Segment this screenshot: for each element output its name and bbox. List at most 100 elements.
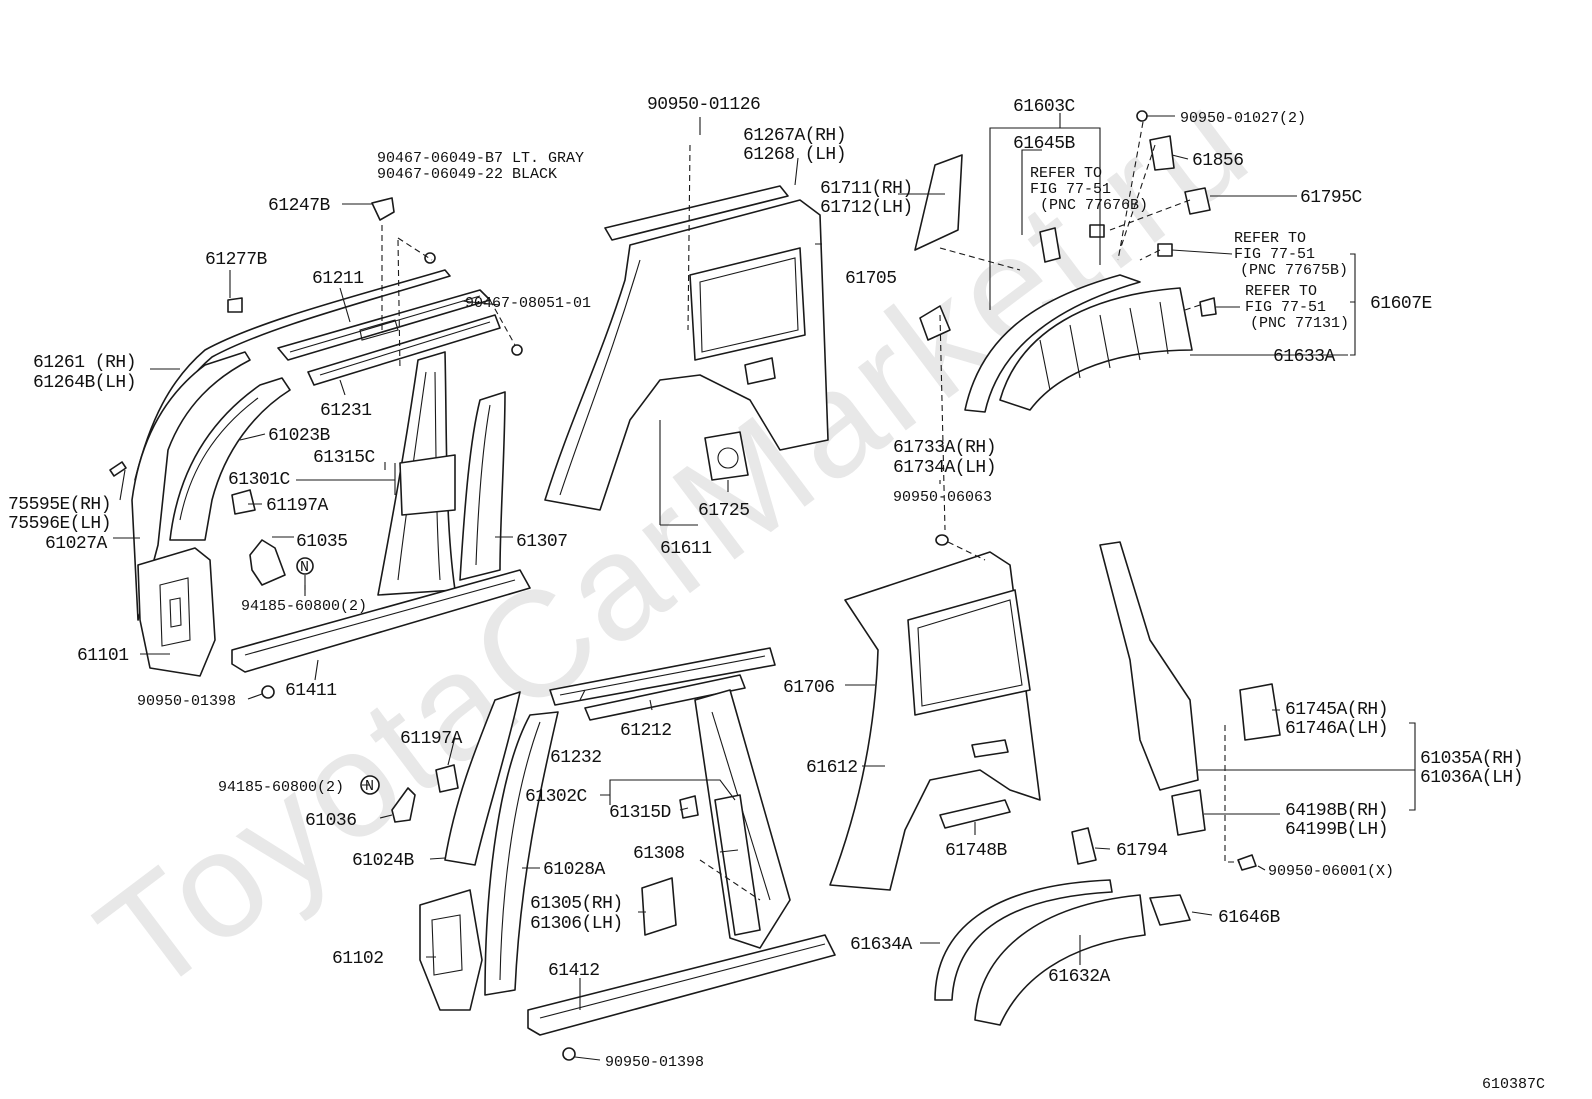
inner-pillar-61023b[interactable] — [169, 377, 291, 541]
bracket-61645b[interactable] — [1039, 227, 1061, 263]
label-90467-b7: 90467-06049-B7 LT. GRAY — [377, 150, 584, 167]
plug-90950-01398-rear[interactable] — [562, 1047, 576, 1061]
quarter-window-frame[interactable] — [689, 247, 806, 361]
cover-61197a-lower[interactable] — [435, 764, 459, 793]
label-61035: 61035 — [296, 532, 348, 552]
label-61856: 61856 — [1192, 151, 1244, 171]
label-61232: 61232 — [550, 748, 602, 768]
hinge-pillar-61101[interactable] — [137, 547, 216, 677]
assembly-line-90950-06063 — [947, 541, 986, 561]
label-61307: 61307 — [516, 532, 568, 552]
label-64199b: 64199B(LH) — [1285, 820, 1388, 840]
label-61706: 61706 — [783, 678, 835, 698]
rocker-panel-61411[interactable] — [231, 569, 531, 673]
figure-code: 610387C — [1482, 1076, 1545, 1093]
bracket-61036[interactable] — [391, 787, 416, 823]
label-61705: 61705 — [845, 269, 897, 289]
label-61302c: 61302C — [525, 787, 588, 807]
label-refer3-a: REFER TO — [1245, 283, 1317, 300]
assembly-line-90950-01126 — [687, 144, 691, 331]
label-61746a: 61746A(LH) — [1285, 719, 1388, 739]
label-61306: 61306(LH) — [530, 914, 623, 934]
label-61725: 61725 — [698, 501, 750, 521]
extension-61748b[interactable] — [939, 799, 1011, 829]
label-61267a: 61267A(RH) — [743, 126, 846, 146]
label-61795c: 61795C — [1300, 188, 1363, 208]
pillar-61308[interactable] — [714, 794, 761, 936]
pillar-rear-61035a[interactable] — [1099, 541, 1199, 791]
wheel-arch-61634a[interactable] — [934, 879, 1113, 1001]
lock-pillar-61307[interactable] — [459, 391, 506, 581]
hinge-pillar-61102[interactable] — [419, 889, 483, 1011]
label-61603c: 61603C — [1013, 97, 1076, 117]
pillar-61024b[interactable] — [444, 691, 521, 866]
bracket-61646b[interactable] — [1149, 894, 1191, 926]
label-64198b: 64198B(RH) — [1285, 801, 1388, 821]
clip-90467-08051[interactable] — [511, 344, 523, 356]
wheel-arch-61632a[interactable] — [974, 894, 1146, 1026]
weatherstrip-75595e[interactable] — [109, 461, 127, 477]
label-75595e: 75595E(RH) — [8, 495, 111, 515]
fuel-lid-area — [744, 357, 776, 385]
rocker-panel-61412[interactable] — [527, 934, 836, 1036]
plug-61277b[interactable] — [227, 297, 243, 313]
label-61308: 61308 — [633, 844, 685, 864]
clip-77676b — [1089, 224, 1105, 238]
front-pillar-61027a[interactable] — [131, 351, 251, 621]
wheelhouse-outer-61603c[interactable] — [964, 274, 1141, 413]
bracket-61733a[interactable] — [919, 305, 951, 341]
label-61315d: 61315D — [609, 803, 671, 823]
clip-61247b[interactable] — [371, 197, 395, 221]
label-61633a: 61633A — [1273, 347, 1336, 367]
label-61264b: 61264B(LH) — [33, 373, 136, 393]
label-refer2-c: (PNC 77675B) — [1240, 262, 1348, 279]
label-61023b: 61023B — [268, 426, 331, 446]
label-61261: 61261 (RH) — [33, 353, 136, 373]
plug-90950-06063[interactable] — [935, 534, 949, 546]
assembly-line-90950-06001 — [1224, 725, 1240, 863]
label-90950-01027: 90950-01027(2) — [1180, 110, 1306, 127]
n-symbol-1-text: N — [300, 559, 309, 576]
label-61211: 61211 — [312, 269, 364, 289]
label-refer3-b: FIG 77-51 — [1245, 299, 1326, 316]
label-61412: 61412 — [548, 961, 600, 981]
label-61231: 61231 — [320, 401, 372, 421]
clip-90950-01027[interactable] — [1136, 110, 1148, 122]
clip-90950-06001[interactable] — [1237, 854, 1257, 871]
label-refer1-b: FIG 77-51 — [1030, 181, 1111, 198]
label-61301c: 61301C — [228, 470, 291, 490]
bracket-61856[interactable] — [1149, 135, 1175, 171]
assembly-line-rear-pillar — [699, 859, 761, 901]
bracket-61305[interactable] — [641, 877, 677, 936]
roof-rail-61267a[interactable] — [604, 185, 789, 241]
label-61268: 61268 (LH) — [743, 145, 846, 165]
fuel-door-61725[interactable] — [704, 431, 749, 481]
bracket-64198b[interactable] — [1171, 789, 1206, 836]
reinforcement-61315d[interactable] — [679, 795, 699, 819]
pillar-61028a[interactable] — [484, 711, 559, 996]
plug-90950-01398-front[interactable] — [261, 685, 275, 699]
bracket-61745a[interactable] — [1239, 683, 1281, 741]
label-61036a: 61036A(LH) — [1420, 768, 1523, 788]
n-symbol-2-text: N — [365, 778, 374, 795]
label-61611: 61611 — [660, 539, 712, 559]
roof-rail-reinforcement-61231[interactable] — [307, 314, 501, 386]
bracket-61795c[interactable] — [1184, 187, 1211, 215]
label-61646b: 61646B — [1218, 908, 1281, 928]
bracket-61035[interactable] — [249, 539, 286, 586]
clip-90467-06049[interactable] — [424, 252, 436, 264]
label-61102: 61102 — [332, 949, 384, 969]
label-61197a-lower: 61197A — [400, 729, 463, 749]
reinforcement-61315c[interactable] — [399, 454, 456, 516]
label-61711: 61711(RH) — [820, 179, 913, 199]
quarter-inner-61711[interactable] — [914, 154, 963, 251]
label-61794: 61794 — [1116, 841, 1168, 861]
label-90950-06063: 90950-06063 — [893, 489, 992, 506]
label-61305: 61305(RH) — [530, 894, 623, 914]
roof-rail-61232[interactable] — [549, 647, 776, 706]
bracket-61794[interactable] — [1071, 827, 1097, 865]
roof-rail-61212[interactable] — [584, 674, 746, 721]
label-61632a: 61632A — [1048, 967, 1111, 987]
label-refer2-a: REFER TO — [1234, 230, 1306, 247]
cover-61197a-upper[interactable] — [231, 489, 256, 515]
